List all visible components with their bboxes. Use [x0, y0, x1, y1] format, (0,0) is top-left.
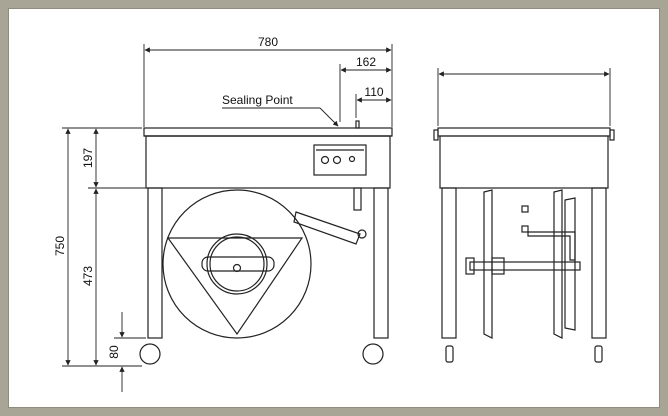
side-right-leg: [591, 187, 607, 339]
sealing-point-leader: [319, 107, 339, 127]
dim-162-label: 162: [356, 55, 376, 69]
front-view: [139, 120, 393, 365]
front-latch: [353, 187, 362, 211]
front-body: [145, 135, 391, 189]
reel-triangle: [166, 237, 304, 336]
dim-197-label: 197: [81, 148, 95, 168]
strap-guide-arm: [293, 211, 361, 245]
side-left-leg: [441, 187, 457, 339]
control-panel: [313, 144, 367, 176]
side-view: [433, 68, 615, 363]
front-right-wheel: [362, 343, 384, 365]
reel-center-bolt: [232, 263, 242, 273]
front-left-wheel: [139, 343, 161, 365]
reel-hub: [206, 233, 268, 295]
control-knob-1: [320, 155, 330, 165]
side-left-caster: [445, 345, 454, 363]
side-reel-disc-left: [483, 189, 493, 339]
control-knob-2: [332, 155, 342, 165]
sealing-point-label: Sealing Point: [222, 93, 293, 107]
control-indicator: [348, 155, 356, 163]
side-reel-disc-right: [553, 189, 563, 339]
strap-reel: [162, 189, 312, 339]
side-guide-bar: [527, 231, 576, 261]
front-right-leg: [373, 187, 389, 339]
dim-780-label: 780: [258, 35, 278, 49]
side-body: [439, 135, 609, 189]
front-dimensions: [62, 44, 393, 392]
side-tabletop: [437, 127, 611, 137]
side-right-caster: [594, 345, 603, 363]
front-left-leg: [147, 187, 163, 339]
sealing-point-marker: [355, 120, 360, 129]
dim-80-label: 80: [107, 345, 121, 359]
side-reel-axle: [469, 261, 581, 271]
dim-473-label: 473: [81, 266, 95, 286]
dim-110-label: 110: [364, 85, 383, 99]
front-tabletop: [143, 127, 393, 137]
dim-750-label: 750: [53, 236, 67, 256]
